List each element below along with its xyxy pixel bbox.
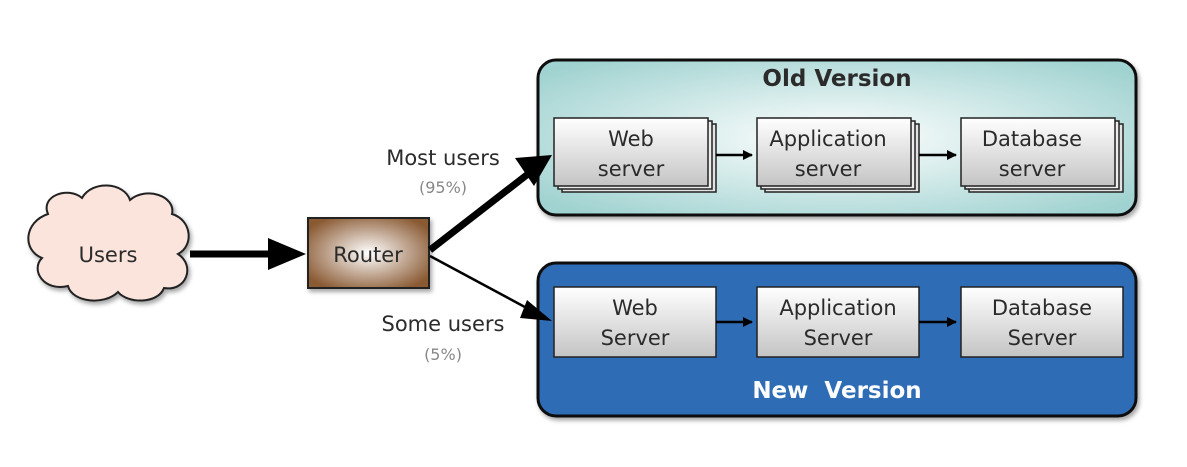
old-database-server-box: Database server — [960, 117, 1124, 193]
some-users-label: Some users — [382, 312, 505, 336]
old-web-server-line2: server — [598, 157, 665, 181]
new-database-server-box: Database Server — [960, 286, 1124, 358]
some-users-percent: (5%) — [424, 345, 462, 364]
old-version-title: Old Version — [762, 66, 911, 92]
most-users-label: Most users — [386, 146, 500, 170]
new-application-server-line2: Server — [804, 326, 873, 350]
users-to-router-arrowhead — [268, 238, 306, 270]
old-web-server-box: Web server — [553, 117, 717, 193]
old-application-server-line2: server — [795, 157, 862, 181]
new-database-server-line1: Database — [992, 296, 1092, 320]
router-to-old-arrowhead — [515, 155, 552, 186]
new-application-server-box: Application Server — [756, 286, 920, 358]
new-web-server-line2: Server — [601, 326, 670, 350]
users-label: Users — [79, 243, 138, 267]
old-database-server-line2: server — [999, 157, 1066, 181]
new-application-server-line1: Application — [779, 296, 896, 320]
most-users-percent: (95%) — [419, 178, 467, 197]
old-application-server-box: Application server — [756, 117, 920, 193]
router-label: Router — [333, 243, 403, 267]
router-to-new-arrow — [429, 254, 537, 315]
router-to-new-arrowhead — [520, 300, 552, 321]
router-to-old-arrow — [427, 171, 531, 253]
old-web-server-line1: Web — [608, 127, 654, 151]
new-web-server-line1: Web — [612, 296, 658, 320]
old-database-server-line1: Database — [982, 127, 1082, 151]
new-version-title: New Version — [752, 378, 921, 404]
old-application-server-line1: Application — [769, 127, 886, 151]
users-cloud: Users — [27, 184, 190, 302]
router-box: Router — [307, 217, 430, 289]
new-web-server-box: Web Server — [553, 286, 717, 358]
new-database-server-line2: Server — [1008, 326, 1077, 350]
